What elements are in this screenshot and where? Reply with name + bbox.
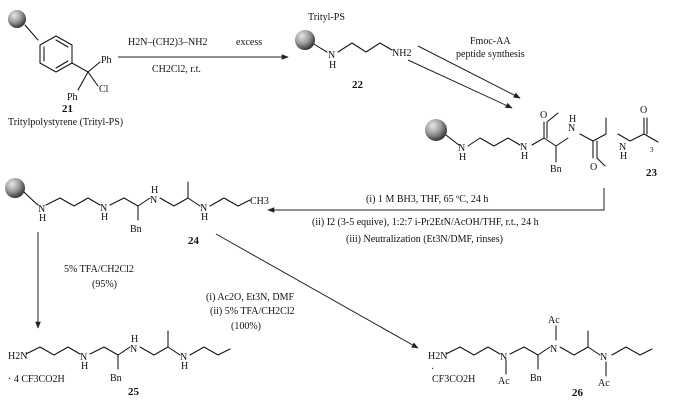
compound-name-21: Tritylpolystyrene (Trityl-PS)	[8, 117, 123, 128]
compound-26: H2N N Ac N Ac N Ac Bn · CF3CO2H 26	[428, 315, 653, 399]
n-atom-25a: N	[80, 352, 87, 363]
benzene-ring	[39, 35, 73, 73]
h-atom-25b: H	[131, 334, 138, 345]
fmoc-label: Fmoc-AA	[470, 36, 511, 47]
bn-label-25: Bn	[110, 373, 122, 384]
ch3-label-24: CH3	[250, 196, 269, 207]
compound-number-25: 25	[128, 386, 140, 398]
dot-26: ·	[431, 364, 434, 375]
step5-line1: (i) Ac2O, Et3N, DMF	[206, 292, 294, 303]
o-atom-23c: O	[640, 105, 647, 116]
compound-number-23: 23	[646, 167, 658, 179]
n-atom-23d: N	[619, 142, 626, 153]
ac-label-26a: Ac	[498, 376, 510, 387]
reaction-arrow-3	[267, 188, 605, 213]
step5-line2: (ii) 5% TFA/CH2Cl2	[210, 306, 295, 317]
h-atom-25c: H	[181, 361, 188, 372]
n-atom-24b: N	[100, 203, 107, 214]
h-atom-23a: H	[459, 152, 466, 163]
compound-number-22: 22	[352, 79, 364, 91]
step-4: 5% TFA/CH2Cl2 (95%)	[35, 232, 134, 329]
compound-25: H2N N H N H N H Bn · 4 CF3CO2H 25	[8, 330, 231, 398]
bn-label-26: Bn	[530, 373, 542, 384]
peptide-synthesis-label: peptide synthesis	[456, 49, 525, 60]
h2n-label-25: H2N	[8, 351, 27, 362]
h-atom-23c: H	[569, 114, 576, 125]
step3-line1: (i) 1 M BH3, THF, 65 ºC, 24 h	[366, 194, 488, 205]
n-atom-23a: N	[458, 143, 465, 154]
resin-bead	[5, 178, 25, 198]
resin-bead	[295, 30, 315, 50]
ph-label-1: Ph	[101, 55, 112, 66]
chain-24	[23, 181, 251, 221]
h-atom-24a: H	[39, 213, 46, 224]
backbone-23	[555, 117, 659, 167]
n-atom-26a: N	[500, 352, 507, 363]
trityl-ps-label: Trityl-PS	[308, 12, 345, 23]
chain-26	[445, 325, 653, 377]
n-atom-23b: N	[520, 142, 527, 153]
h-atom-24b: H	[101, 212, 108, 223]
step3-line2: (ii) I2 (3-5 equive), 1:2:7 i-Pr2EtN/AcO…	[312, 217, 539, 228]
h-atom-23b: H	[521, 151, 528, 162]
h-atom-24c: H	[151, 185, 158, 196]
compound-number-21: 21	[62, 103, 73, 115]
compound-number-24: 24	[188, 235, 200, 247]
step-2: Fmoc-AA peptide synthesis	[407, 36, 525, 109]
compound-23: N H N H O Bn N H O N H O 3 23	[425, 105, 659, 179]
compound-24: N H N H N H N H Bn CH3 24	[5, 178, 269, 247]
n-atom-24c: N	[150, 195, 157, 206]
chain-25	[25, 330, 231, 370]
ac-label-26b: Ac	[548, 315, 560, 326]
compound-21: Ph Cl Ph 21 Tritylpolystyrene (Trityl-PS…	[8, 10, 123, 128]
bn-label-24: Bn	[130, 224, 142, 235]
step5-line3: (100%)	[231, 321, 261, 332]
h-atom-23d: H	[620, 151, 627, 162]
n-atom-24d: N	[200, 203, 207, 214]
n-atom-25b: N	[130, 344, 137, 355]
salt-label-25: · 4 CF3CO2H	[8, 374, 65, 385]
chain-22	[313, 42, 393, 53]
h2n-label-26: H2N	[428, 351, 447, 362]
step4-line1: 5% TFA/CH2Cl2	[64, 264, 134, 275]
h-atom-22: H	[329, 60, 336, 71]
reaction-arrow-2a	[417, 45, 521, 99]
methyl-sub-3: 3	[650, 146, 654, 154]
step-3: (i) 1 M BH3, THF, 65 ºC, 24 h (ii) I2 (3…	[267, 188, 605, 245]
step-5: (i) Ac2O, Et3N, DMF (ii) 5% TFA/CH2Cl2 (…	[206, 233, 419, 349]
o-atom-23b: O	[590, 162, 597, 173]
nh2-label-22: NH2	[392, 48, 411, 59]
compound-number-26: 26	[572, 387, 584, 399]
n-atom-26b: N	[550, 344, 557, 355]
h-atom-24d: H	[201, 212, 208, 223]
step-1: H2N–(CH2)3–NH2 excess CH2Cl2, r.t.	[118, 37, 289, 75]
diamine-reagent: H2N–(CH2)3–NH2	[128, 37, 207, 48]
excess-label: excess	[236, 37, 262, 48]
bead-linker-bond	[24, 24, 39, 41]
n-atom-23c: N	[568, 123, 575, 134]
resin-bead	[8, 10, 26, 28]
reaction-arrow-5	[215, 233, 419, 349]
solvent-label-1: CH2Cl2, r.t.	[152, 64, 201, 75]
cl-label: Cl	[99, 84, 109, 95]
o-atom-23a: O	[540, 110, 547, 121]
resin-bead	[425, 119, 447, 141]
n-atom-25c: N	[180, 352, 187, 363]
reaction-arrow-2b	[407, 59, 513, 109]
step3-line3: (iii) Neutralization (Et3N/DMF, rinses)	[346, 234, 503, 245]
chain-23	[445, 112, 559, 163]
salt-label-26: CF3CO2H	[432, 374, 475, 385]
n-atom-22: N	[328, 50, 335, 61]
compound-22: Trityl-PS N H NH2 22	[295, 12, 411, 91]
h-atom-25a: H	[81, 361, 88, 372]
trityl-bonds	[71, 61, 101, 91]
step4-line2: (95%)	[92, 279, 117, 290]
bn-label-23: Bn	[550, 164, 562, 175]
ac-label-26c: Ac	[598, 378, 610, 389]
n-atom-26c: N	[600, 352, 607, 363]
n-atom-24a: N	[38, 204, 45, 215]
ph-label-2: Ph	[67, 92, 78, 103]
